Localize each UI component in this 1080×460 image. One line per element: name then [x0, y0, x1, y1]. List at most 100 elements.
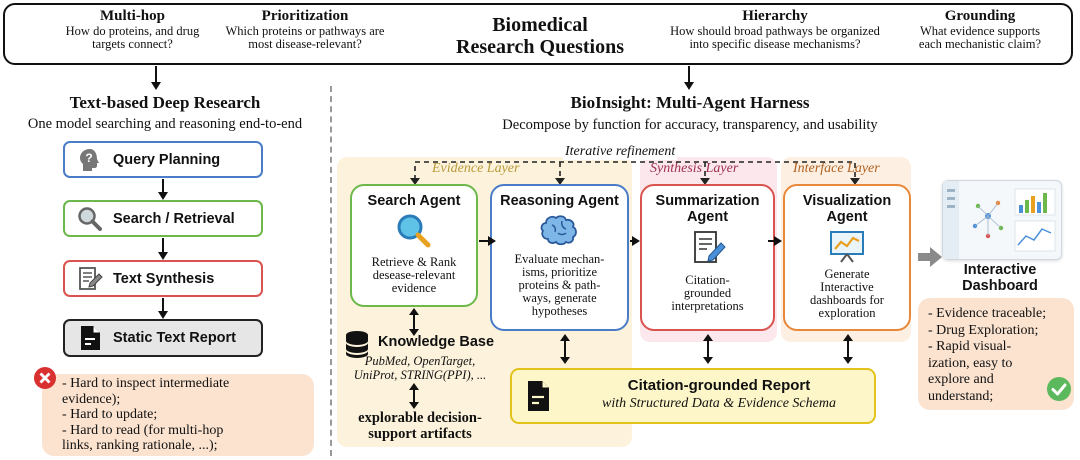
question-text: What evidence supports	[919, 24, 1041, 38]
double-arrow	[703, 334, 713, 364]
left-title: Text-based Deep Research	[69, 93, 261, 112]
agent-desc-line: interpretations	[671, 299, 744, 313]
step-label: Text Synthesis	[113, 270, 215, 287]
agent-desc-line: Interactive	[820, 280, 874, 294]
right-header: BioInsight: Multi-Agent Harness Decompos…	[440, 93, 940, 134]
step-label: Query Planning	[113, 151, 221, 168]
limitation-line: links, ranking rationale, ...);	[62, 438, 218, 453]
database-icon	[344, 330, 370, 363]
double-arrow	[560, 334, 570, 364]
agent-desc-line: proteins & path-	[518, 278, 601, 292]
arrow-shaft	[162, 298, 164, 311]
agent-desc-line: dashboards for	[810, 293, 884, 307]
arrow-shaft	[162, 238, 164, 252]
magnifier-icon	[352, 213, 476, 254]
agent-desc-line: hypotheses	[531, 304, 588, 318]
question-text: most disease-relevant?	[248, 37, 362, 51]
svg-text:?: ?	[85, 151, 92, 165]
agent-title: Summarization	[655, 193, 760, 209]
agent-flow-arrows	[479, 236, 782, 246]
gray-arrow	[918, 247, 942, 267]
arrow-head	[684, 82, 694, 90]
agent-desc-line: Citation-	[685, 273, 730, 287]
document-pen-icon	[642, 229, 773, 272]
check-icon	[1046, 376, 1072, 407]
report-title: Citation-grounded Report	[627, 377, 811, 394]
step-query-planning: ? Query Planning	[63, 141, 263, 178]
agent-desc-line: exploration	[818, 306, 876, 320]
agent-description: Citation- grounded interpretations	[642, 274, 773, 313]
limitations-panel	[42, 374, 314, 456]
dashboard-title: Interactive Dashboard	[930, 262, 1070, 294]
dashboard-title-line: Interactive	[963, 262, 1037, 278]
arrow-head	[151, 82, 161, 90]
head-question-icon: ?	[77, 147, 103, 173]
question-title: Multi-hop	[99, 8, 165, 24]
limitation-line: - Hard to inspect intermediate	[62, 376, 230, 391]
benefit-line: understand;	[928, 388, 994, 404]
iterative-refinement-loop	[410, 161, 860, 185]
artifacts-label: explorable decision- support artifacts	[340, 410, 500, 442]
agent-title: Visualization	[802, 193, 892, 209]
benefit-line: - Rapid visual-	[928, 339, 1012, 354]
agent-desc-line: Evaluate mechan-	[514, 252, 605, 266]
source-line: PubMed, OpenTarget,	[364, 354, 476, 368]
benefit-line: ization, easy to	[928, 355, 1013, 371]
question-title: Hierarchy	[742, 8, 808, 24]
question-text: targets connect?	[92, 37, 173, 51]
limitation-line: - Hard to update;	[62, 407, 158, 422]
question-text: Which proteins or pathways are	[225, 24, 385, 38]
banner-title: Biomedical Research Questions	[420, 14, 660, 58]
right-subtitle: Decompose by function for accuracy, tran…	[502, 117, 878, 133]
source-line: UniProt, STRING(PPI), ...	[353, 368, 487, 382]
double-arrow	[409, 308, 419, 336]
arrow-head	[158, 311, 168, 319]
artifacts-line: support artifacts	[368, 426, 472, 442]
right-title: BioInsight: Multi-Agent Harness	[570, 93, 810, 112]
agent-desc-line: Generate	[824, 267, 870, 281]
summarization-agent: Summarization Agent Citation- grounded i…	[640, 184, 775, 331]
benefit-line: - Drug Exploration;	[928, 322, 1039, 338]
agent-desc-line: Retrieve & Rank	[371, 255, 457, 269]
arrow-shaft	[688, 66, 690, 82]
question-title: Prioritization	[261, 8, 349, 24]
agent-desc-line: ways, generate	[522, 291, 597, 305]
step-label: Static Text Report	[113, 330, 237, 346]
agent-title: Reasoning Agent	[500, 193, 619, 209]
banner-title-line: Biomedical	[492, 14, 588, 36]
file-icon	[77, 325, 103, 351]
artifacts-line: explorable decision-	[358, 410, 482, 426]
cross-icon	[33, 366, 57, 395]
agent-title: Search Agent	[367, 193, 461, 209]
arrow-shaft	[162, 179, 164, 192]
agent-description: Evaluate mechan- isms, prioritize protei…	[492, 253, 627, 318]
file-icon	[526, 380, 550, 417]
agent-desc-line: evidence	[391, 281, 437, 295]
left-header: Text-based Deep Research One model searc…	[10, 93, 320, 133]
agent-desc-line: desease-relevant	[372, 268, 456, 282]
step-search-retrieval: Search / Retrieval	[63, 200, 263, 237]
interface-layer-label: Interface Layer	[793, 161, 880, 176]
question-text: into specific disease mechanisms?	[689, 37, 861, 51]
brain-icon	[492, 213, 627, 252]
question-text: How do proteins, and drug	[65, 24, 200, 38]
agent-title: Agent	[826, 209, 868, 225]
research-questions-banner	[3, 3, 1073, 65]
double-arrow	[843, 334, 853, 364]
iterative-refinement-label: Iterative refinement	[563, 144, 678, 160]
question-text: How should broad pathways be organized	[670, 24, 880, 38]
banner-title-line: Research Questions	[456, 36, 624, 58]
reasoning-agent: Reasoning Agent Evaluate mechan- isms, p…	[490, 184, 629, 331]
evidence-layer-label: Evidence Layer	[432, 161, 520, 176]
agent-description: Generate Interactive dashboards for expl…	[785, 268, 909, 320]
knowledge-base-sources: PubMed, OpenTarget, UniProt, STRING(PPI)…	[340, 354, 500, 382]
column-divider	[330, 86, 332, 456]
agent-desc-line: grounded	[683, 286, 732, 300]
agent-desc-line: isms, prioritize	[522, 265, 597, 279]
knowledge-base-title: Knowledge Base	[378, 334, 495, 350]
dashboard-title-line: Dashboard	[962, 278, 1038, 294]
double-arrow	[409, 383, 419, 409]
limitation-line: evidence);	[62, 391, 121, 407]
search-agent: Search Agent Retrieve & Rank desease-rel…	[350, 184, 478, 307]
limitations-list: - Hard to inspect intermediate evidence)…	[62, 376, 312, 454]
